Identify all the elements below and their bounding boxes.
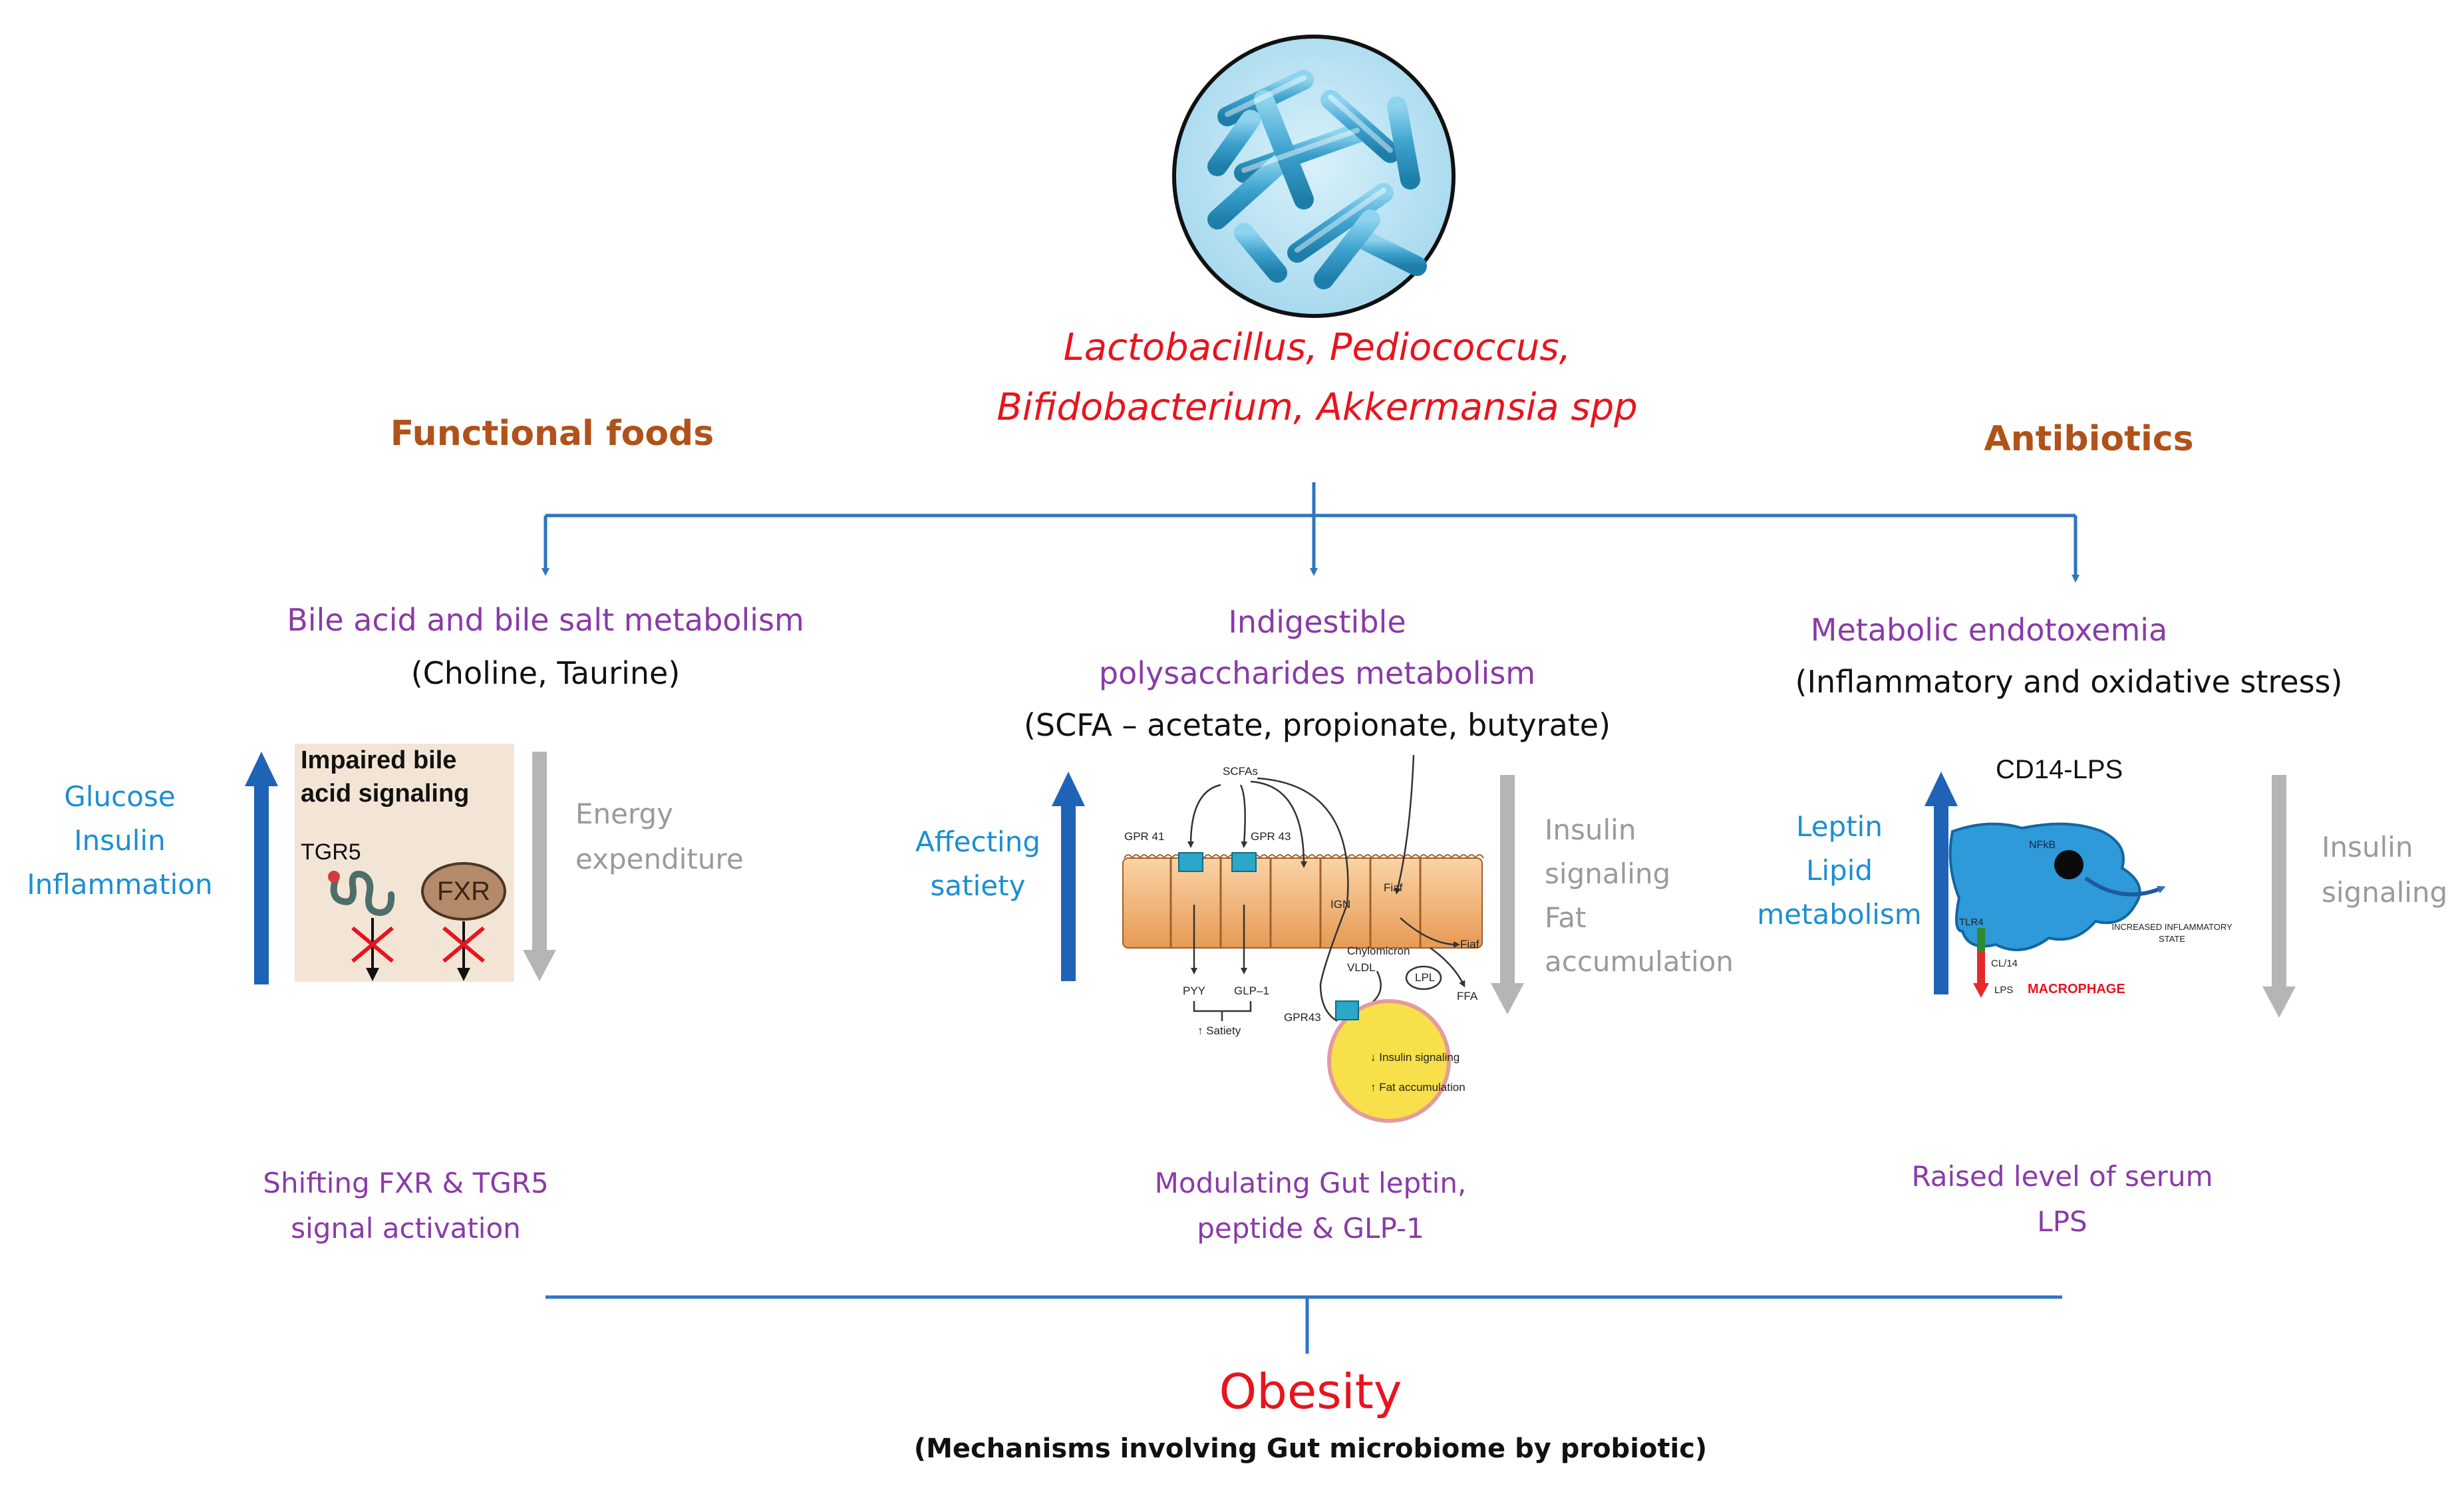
left-up-arrow <box>245 752 278 984</box>
lps-label: LPS <box>1994 984 2014 996</box>
right-up-effects: Leptin Lipid metabolism <box>1756 805 1923 937</box>
center-up-arrow <box>1052 772 1085 981</box>
category-antibiotics: Antibiotics <box>1984 419 2194 459</box>
center-down-effects: Insulin signaling Fat accumulation <box>1545 808 1771 984</box>
outcome-line: LPS <box>2037 1205 2087 1238</box>
inset-title-line: acid signaling <box>301 780 470 808</box>
right-down-arrow <box>2262 775 2296 1018</box>
macrophage-cell-icon <box>1948 822 2141 951</box>
effect-label: metabolism <box>1757 898 1922 931</box>
outcome-line: peptide & GLP-1 <box>1197 1212 1424 1245</box>
obesity-title: Obesity <box>1219 1364 1402 1419</box>
effect-label: expenditure <box>575 843 744 875</box>
effect-label: Glucose <box>64 780 176 813</box>
bacteria-names-line2: Bifidobacterium, Akkermansia spp <box>997 386 1638 429</box>
effect-label: signaling <box>2322 876 2448 909</box>
inset-title-line: Impaired bile <box>301 746 457 774</box>
center-subtitle: (SCFA – acetate, propionate, butyrate) <box>1023 707 1611 743</box>
bottom-connector <box>545 1295 2062 1354</box>
right-down-effects: Insulin signaling <box>2322 825 2461 915</box>
ffa-label: FFA <box>1457 990 1478 1002</box>
lpl-label: LPL <box>1415 971 1436 984</box>
obesity-subtitle: (Mechanisms involving Gut microbiome by … <box>913 1433 1708 1464</box>
left-outcome: Shifting FXR & TGR5 signal activation <box>220 1161 592 1251</box>
top-connector <box>541 482 2079 583</box>
bile-acid-inset <box>295 744 514 982</box>
tgr5-label: TGR5 <box>301 839 361 865</box>
outcome-line: Raised level of serum <box>1911 1160 2213 1193</box>
effect-label: Leptin <box>1796 810 1883 843</box>
effect-label: Insulin <box>1545 814 1636 846</box>
inflammatory-state-label: INCREASED INFLAMMATORY STATE <box>2085 921 2258 945</box>
effect-label: accumulation <box>1545 945 1734 978</box>
right-title: Metabolic endotoxemia <box>1810 612 2168 648</box>
right-subtitle: (Inflammatory and oxidative stress) <box>1795 664 2343 700</box>
effect-label: Inflammation <box>27 868 213 901</box>
cd14-label: CL/14 <box>1991 958 2018 969</box>
fat-accumulation-label: ↑ Fat accumulation <box>1370 1081 1465 1094</box>
fiaf2-label: Fiaf <box>1460 938 1479 951</box>
left-down-effects: Energy expenditure <box>575 792 775 882</box>
effect-label: satiety <box>930 869 1026 902</box>
scfa-inset <box>1122 754 1484 1123</box>
tgr5-receptor-icon <box>330 871 395 917</box>
effect-label: Insulin <box>74 824 166 857</box>
effect-label: Energy <box>575 798 674 830</box>
left-down-arrow <box>523 752 556 981</box>
effect-label: Lipid <box>1805 854 1873 887</box>
outcome-line: Shifting FXR & TGR5 <box>263 1167 549 1199</box>
center-title-line2: polysaccharides metabolism <box>1098 655 1536 691</box>
pyy-label: PYY <box>1183 984 1206 997</box>
right-outcome: Raised level of serum LPS <box>1889 1154 2235 1245</box>
fxr-label: FXR <box>437 877 490 906</box>
center-down-arrow <box>1491 775 1524 1014</box>
chylomicron-label: Chylomicron <box>1347 945 1410 957</box>
effect-label: Insulin <box>2322 831 2413 863</box>
right-up-arrow <box>1925 772 1958 994</box>
cd14-lps-title: CD14-LPS <box>1996 755 2123 784</box>
category-functional-foods: Functional foods <box>390 414 714 454</box>
tlr4-label: TLR4 <box>1959 917 1984 928</box>
center-title-line1: Indigestible <box>1228 604 1406 640</box>
macrophage-inset <box>1948 822 2166 998</box>
bile-inset-title: Impaired bile acid signaling <box>301 744 469 810</box>
state-line: STATE <box>2159 934 2185 944</box>
gpr43-label: GPR 43 <box>1251 830 1291 843</box>
gpr43b-label: GPR43 <box>1284 1011 1321 1024</box>
outcome-line: signal activation <box>291 1212 521 1245</box>
vldl-label: VLDL <box>1347 961 1376 974</box>
left-up-effects: Glucose Insulin Inflammation <box>13 775 226 907</box>
center-up-effects: Affecting satiety <box>898 820 1058 908</box>
macrophage-label: MACROPHAGE <box>2028 982 2125 996</box>
bacteria-dish-icon <box>1172 35 1456 318</box>
left-title: Bile acid and bile salt metabolism <box>287 602 804 638</box>
left-subtitle: (Choline, Taurine) <box>410 655 681 691</box>
insulin-signaling-label: ↓ Insulin signaling <box>1370 1051 1460 1064</box>
gpr41-label: GPR 41 <box>1124 830 1165 843</box>
state-line: INCREASED INFLAMMATORY <box>2111 922 2233 932</box>
satiety-label: ↑ Satiety <box>1197 1024 1241 1037</box>
scfas-label: SCFAs <box>1223 765 1258 778</box>
nfkb-label: NFkB <box>2029 839 2056 851</box>
effect-label: Fat <box>1545 901 1587 934</box>
effect-label: signaling <box>1545 857 1671 890</box>
fxr-receptor-icon <box>421 862 506 921</box>
fiaf-label: Fiaf <box>1384 881 1403 894</box>
effect-label: Affecting <box>915 825 1040 858</box>
center-outcome: Modulating Gut leptin, peptide & GLP-1 <box>1064 1161 1557 1251</box>
outcome-line: Modulating Gut leptin, <box>1154 1167 1467 1199</box>
ign-label: IGN <box>1330 898 1351 911</box>
bacteria-names-line1: Lactobacillus, Pediococcus, <box>1063 326 1571 369</box>
glp1-label: GLP–1 <box>1234 984 1269 997</box>
